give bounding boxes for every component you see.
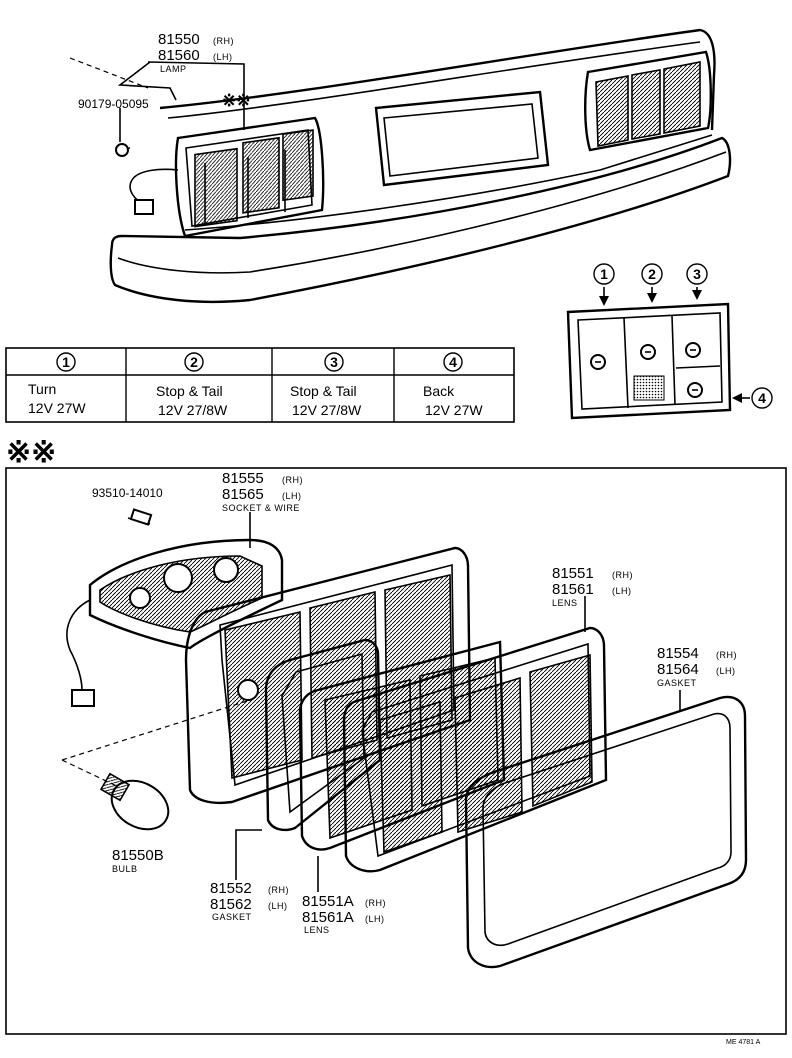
arrow-left-icon	[732, 393, 742, 403]
inner-lens-lh-side: (LH)	[365, 914, 385, 924]
bulb-position-diagram: 1 2 3 4	[566, 263, 773, 420]
socket-rh-number: 81555	[222, 470, 264, 487]
position-marker-3: 3	[693, 266, 701, 282]
screw-detail-number: 93510-14010	[92, 486, 163, 500]
lens-rh-number: 81551	[552, 565, 594, 582]
table-col-4-number: 4	[449, 354, 457, 370]
inner-lens-rh-side: (RH)	[365, 898, 386, 908]
inner-lens-rh-number: 81551A	[302, 893, 354, 910]
detail-reference-mark: ※※	[6, 436, 56, 469]
lens-name: LENS	[552, 598, 578, 608]
table-col-4-function: Back	[423, 383, 455, 399]
arrow-down-icon	[692, 290, 702, 300]
table-col-3-rating: 12V 27/8W	[292, 402, 362, 418]
table-col-2-rating: 12V 27/8W	[158, 402, 228, 418]
connector-icon	[71, 689, 95, 707]
table-col-3: 3 Stop & Tail 12V 27/8W	[290, 352, 362, 418]
inner-gasket-rh-side: (RH)	[268, 885, 289, 895]
arrow-down-icon	[647, 293, 657, 303]
table-col-1-number: 1	[62, 354, 70, 370]
lens-lh-number: 81561	[552, 581, 594, 598]
lamp-name: LAMP	[160, 64, 187, 74]
inner-gasket-name: GASKET	[212, 912, 252, 922]
detail-frame	[5, 467, 787, 1035]
table-col-1-function: Turn	[28, 381, 56, 397]
socket-and-wire-illustration	[66, 508, 284, 707]
screw-top-number: 90179-05095	[78, 97, 149, 111]
inner-lens-lh-number: 81561A	[302, 909, 354, 926]
inner-gasket-lh-side: (LH)	[268, 901, 288, 911]
screw-icon	[115, 143, 129, 157]
table-col-4: 4 Back 12V 27W	[423, 352, 483, 418]
table-col-1-rating: 12V 27W	[28, 400, 86, 416]
arrow-down-icon	[599, 296, 609, 306]
lamp-rh-side: (RH)	[213, 36, 234, 46]
right-tail-lamp-on-car	[584, 50, 712, 152]
lamp-rh-number: 81550	[158, 31, 200, 48]
bulb-number: 81550B	[112, 847, 164, 864]
outer-lens-illustration	[342, 626, 608, 873]
socket-rh-side: (RH)	[282, 475, 303, 485]
left-tail-lamp-on-car	[114, 116, 325, 238]
inner-gasket-illustration	[264, 638, 382, 832]
position-marker-4: 4	[758, 390, 766, 406]
table-col-2-function: Stop & Tail	[156, 383, 223, 399]
position-marker-2: 2	[648, 266, 656, 282]
lens-lh-side: (LH)	[612, 586, 632, 596]
screw-icon	[129, 508, 153, 526]
table-col-3-function: Stop & Tail	[290, 383, 357, 399]
inner-gasket-lh-number: 81562	[210, 896, 252, 913]
outer-gasket-illustration	[464, 695, 748, 969]
socket-name: SOCKET & WIRE	[222, 503, 300, 513]
inner-gasket-rh-number: 81552	[210, 880, 252, 897]
lens-rh-side: (RH)	[612, 570, 633, 580]
connector-icon	[134, 199, 154, 215]
gasket-rh-side: (RH)	[716, 650, 737, 660]
position-marker-1: 1	[600, 266, 608, 282]
table-col-2: 2 Stop & Tail 12V 27/8W	[156, 352, 228, 418]
socket-lh-side: (LH)	[282, 491, 302, 501]
gasket-name: GASKET	[657, 678, 697, 688]
socket-lh-number: 81565	[222, 486, 264, 503]
gasket-lh-number: 81564	[657, 661, 699, 678]
bulb-table: 1 Turn 12V 27W 2 Stop & Tail 12V 27/8W 3…	[5, 347, 515, 423]
drawing-code: ME 4781 A	[726, 1039, 761, 1046]
bulb-name: BULB	[112, 864, 138, 874]
lamp-lh-side: (LH)	[213, 52, 233, 62]
lamp-lh-number: 81560	[158, 47, 200, 64]
reference-mark-top: ※※	[222, 91, 251, 110]
table-col-2-number: 2	[190, 354, 198, 370]
inner-lens-name: LENS	[304, 925, 330, 935]
gasket-rh-number: 81554	[657, 645, 699, 662]
bulb-illustration	[61, 699, 251, 831]
table-col-3-number: 3	[330, 354, 338, 370]
gasket-lh-side: (LH)	[716, 666, 736, 676]
table-col-1: 1 Turn 12V 27W	[28, 352, 86, 416]
table-col-4-rating: 12V 27W	[425, 402, 483, 418]
